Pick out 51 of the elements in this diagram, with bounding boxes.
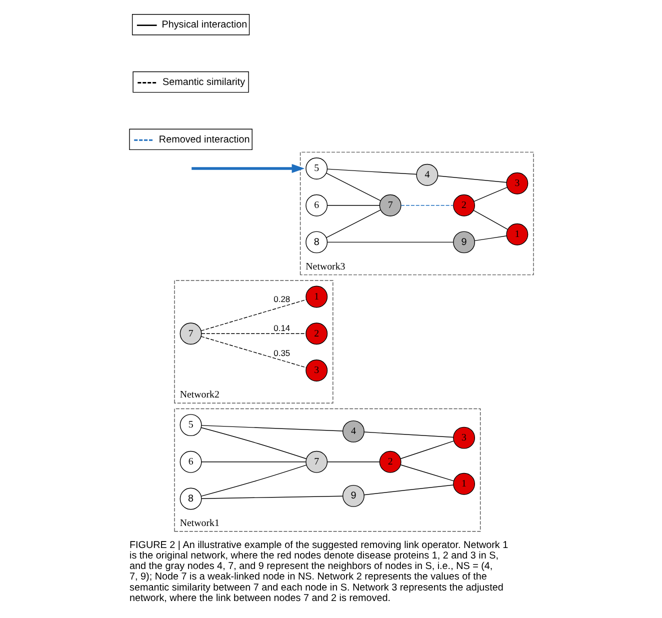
connector [326,172,380,202]
connector [326,210,380,238]
connector [473,187,507,202]
node-circle: 7 [179,322,202,345]
node-circle: 7 [305,450,328,473]
node-circle: 9 [342,484,364,507]
connector [400,464,454,482]
node-circle: 4 [416,164,438,186]
legend-label: Physical interaction [161,20,247,31]
node-circle: 4 [342,420,364,442]
node-circle: 5 [179,414,202,436]
node-circle: 3 [506,172,528,194]
edge-label: 0.28 [273,294,290,304]
connector [400,205,454,206]
connector [200,427,306,460]
connector [200,464,306,497]
node-circle: 3 [305,360,328,382]
connector [474,236,506,242]
node-circle: 2 [378,450,401,473]
edge-label: 0.35 [273,348,290,358]
connector [363,484,454,496]
arrow [191,164,304,173]
connector [472,210,508,230]
connector [326,242,454,243]
node-circle: 5 [305,158,328,180]
legend-label: Semantic similarity [162,77,245,88]
connector [326,205,380,206]
connector [200,496,343,499]
caption: FIGURE 2 | An illustrative example of the suggested removing link operator. Network 1 is the original network, where the red nodes denote disease proteins 1, 2 and 3 in S, and the gray nodes 4, 7, and 9 represent the neighbors of nodes in S, i.e., NS = (4, 7, 9); Node 7 is a weak-linked node in NS. Network 2 represents the values of the semantic similarity between 7 and each node in S. Network 3 represents the adjusted network, where the link between nodes 7 and 2 is removed. [129,540,508,604]
connector [400,440,454,460]
edge-label: 0.14 [273,323,290,334]
node-circle: 8 [305,231,328,254]
node-circle: 8 [179,488,202,510]
connector [200,299,306,332]
node-circle: 6 [305,194,328,216]
node-circle: 1 [305,286,328,308]
node-circle: 6 [179,450,202,473]
connector [200,336,306,368]
node-circle: 2 [305,322,328,345]
node-circle: 1 [452,472,475,495]
node-circle: 3 [452,426,475,449]
node-circle: 9 [452,231,475,254]
node-circle: 7 [378,194,401,216]
connector [363,432,454,438]
legend-label: Removed interaction [158,134,250,146]
connector [437,176,506,183]
connector [200,333,306,334]
connector [200,425,343,432]
node-circle: 1 [506,223,528,246]
node-circle: 2 [452,194,475,216]
connector [326,168,416,175]
